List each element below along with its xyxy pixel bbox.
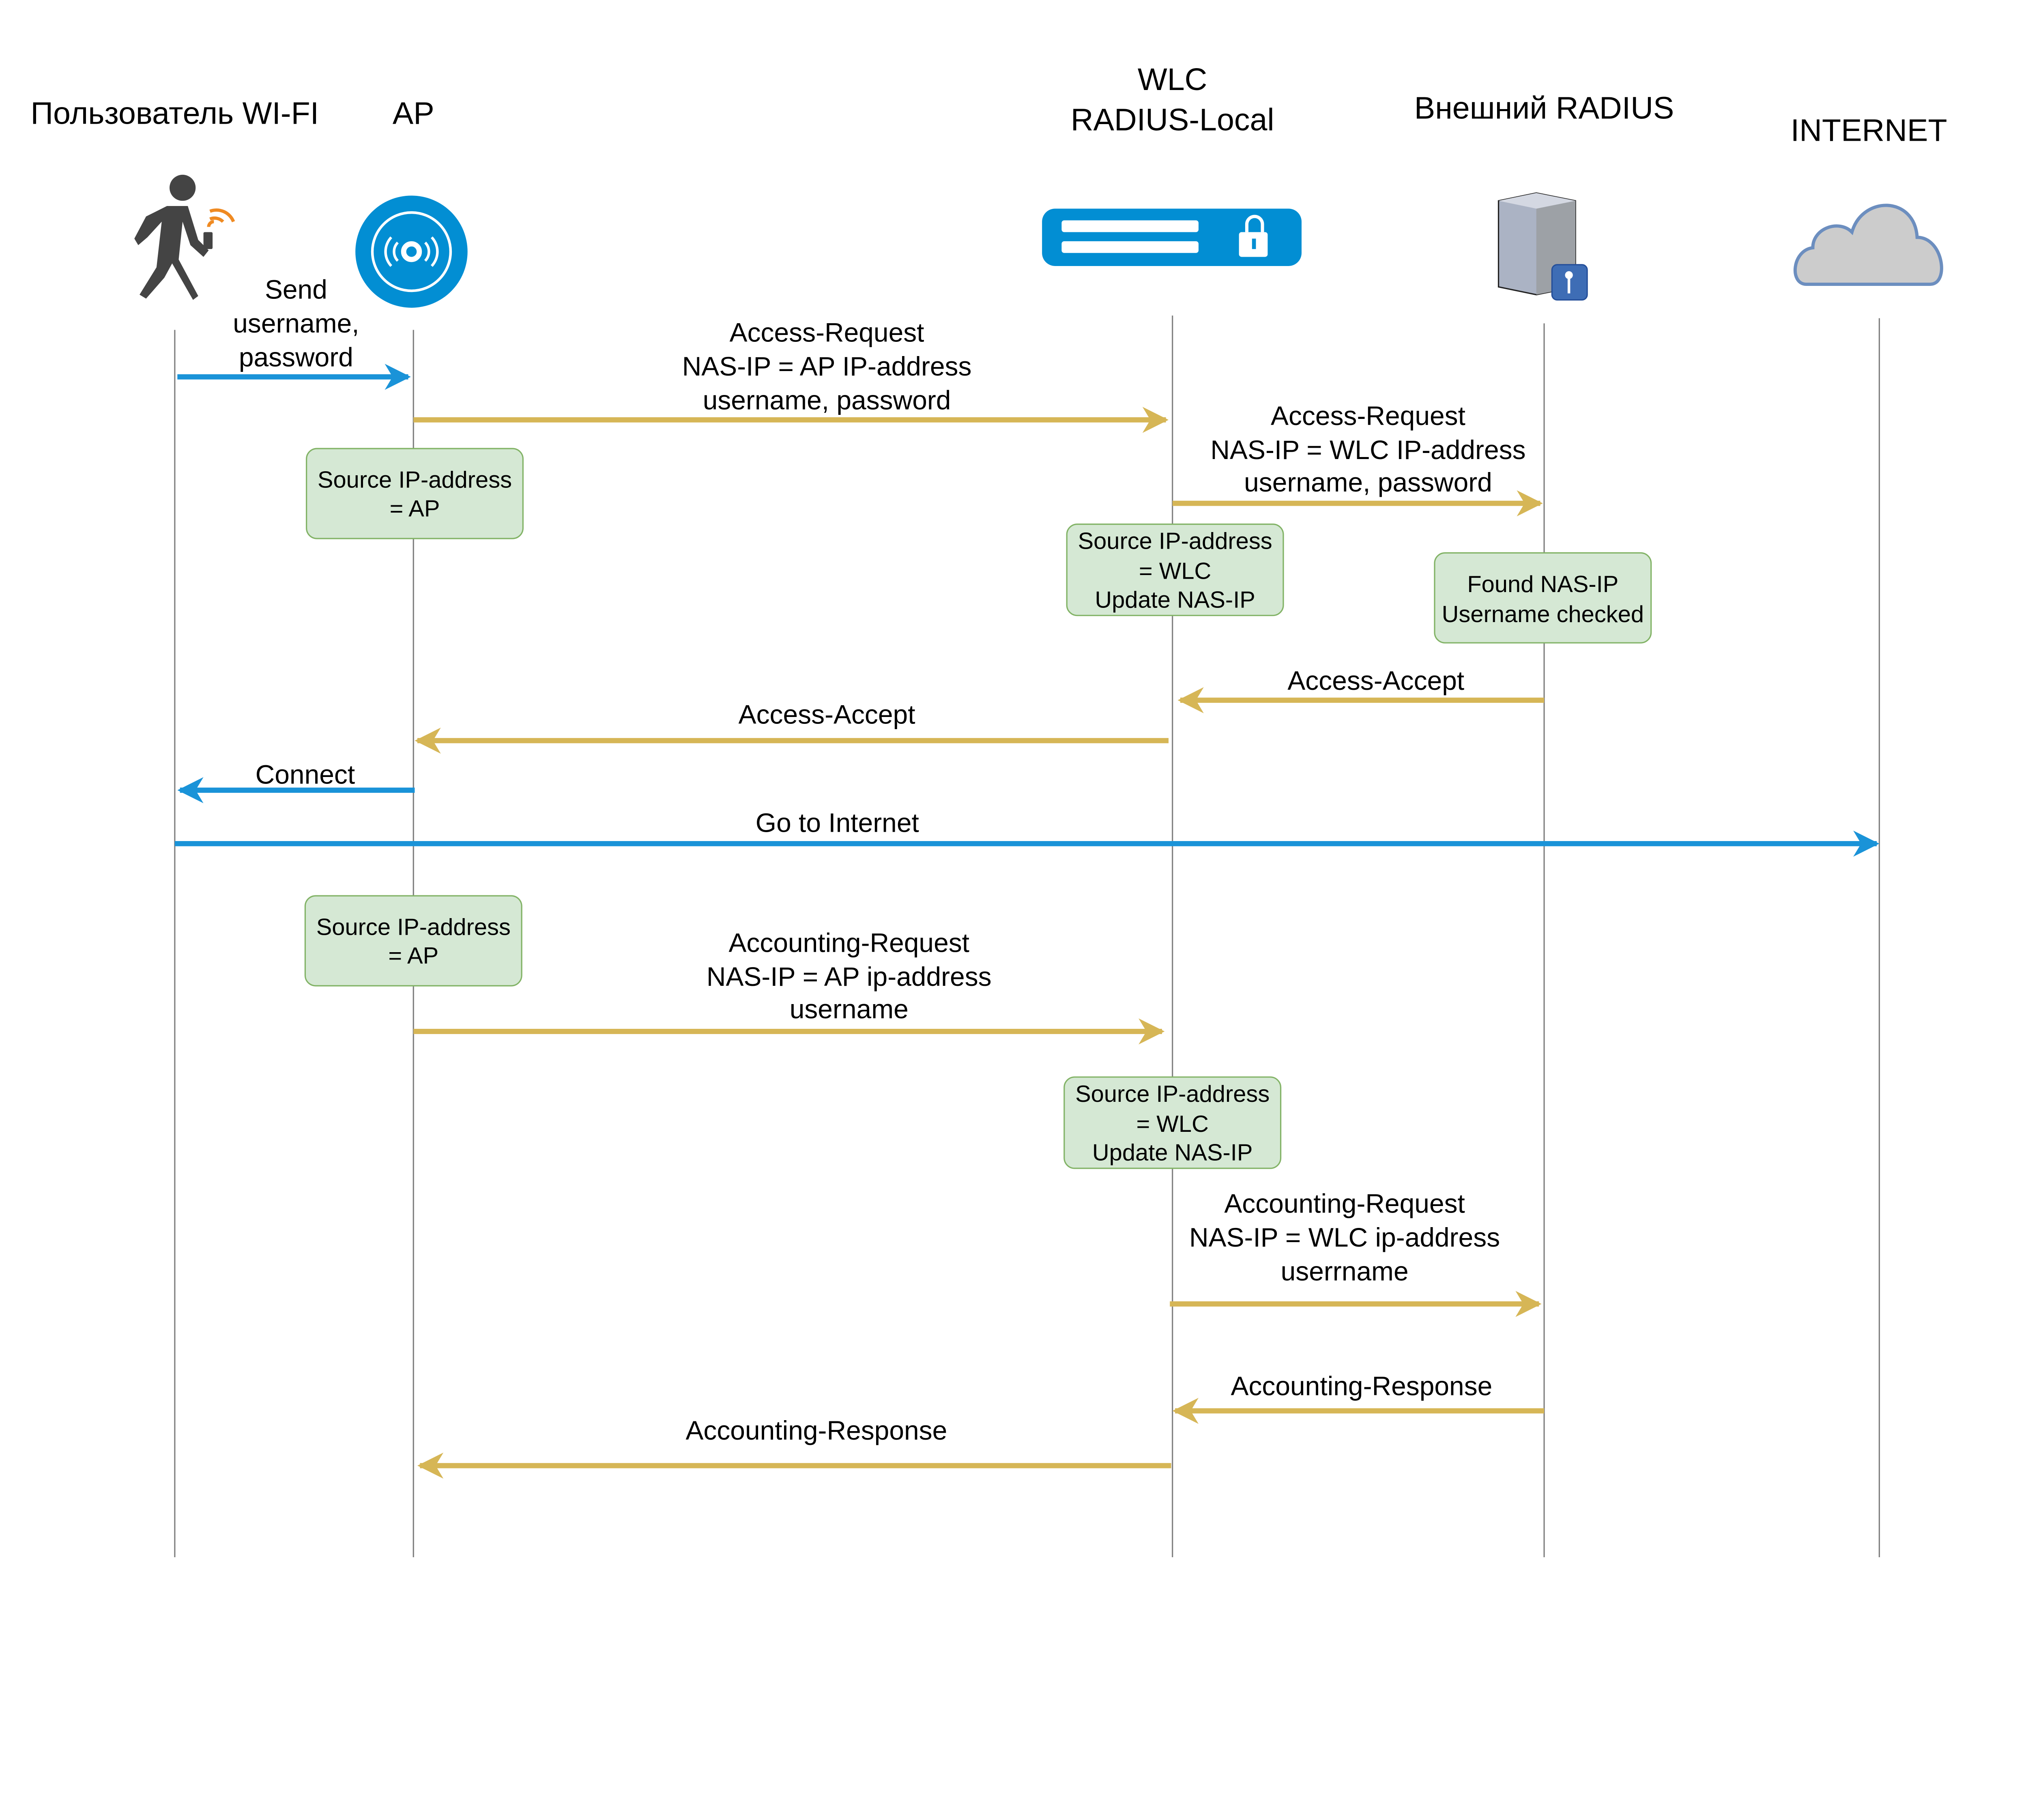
note-ap-source-ip: Source IP-address= AP (306, 448, 524, 539)
cloud-icon (1793, 204, 1943, 286)
walking-user-with-phone-icon (134, 174, 235, 300)
participant-internet-label: INTERNET (1791, 113, 1947, 148)
message-go-to-internet: Go to Internet (174, 807, 1880, 857)
message-label: Access-Accept (1287, 665, 1464, 695)
participant-wlc-label-line2: RADIUS-Local (1071, 103, 1274, 137)
participant-ap-label: AP (393, 96, 434, 131)
sequence-diagram: Пользователь WI-FI AP WLC RADIUS-Local В… (31, 62, 1947, 1557)
message-accounting-response-radius-wlc: Accounting-Response (1172, 1371, 1545, 1424)
message-access-accept-radius-wlc: Access-Accept (1177, 665, 1545, 713)
note-ap-source-ip-accounting: Source IP-address= AP (304, 895, 522, 987)
message-access-accept-wlc-ap: Access-Accept (415, 700, 1169, 754)
message-label: Accounting-Response (1231, 1371, 1493, 1401)
svg-text:Source IP-address= AP: Source IP-address= AP (318, 467, 512, 522)
participant-radius-label: Внешний RADIUS (1414, 91, 1674, 126)
message-label: Go to Internet (756, 807, 919, 837)
radius-server-key-icon (1497, 192, 1588, 301)
participant-wlc-label-line1: WLC (1138, 62, 1207, 97)
message-label: Connect (256, 759, 355, 789)
message-label: Access-Accept (739, 700, 915, 730)
message-label: Accounting-Response (685, 1415, 947, 1445)
message-accounting-response-wlc-ap: Accounting-Response (417, 1415, 1171, 1479)
svg-text:Source IP-address= AP: Source IP-address= AP (316, 914, 511, 969)
message-connect: Connect (177, 759, 415, 803)
wlc-secure-controller-icon (1042, 208, 1302, 266)
participant-user-label: Пользователь WI-FI (31, 96, 319, 131)
access-point-icon (355, 195, 468, 308)
